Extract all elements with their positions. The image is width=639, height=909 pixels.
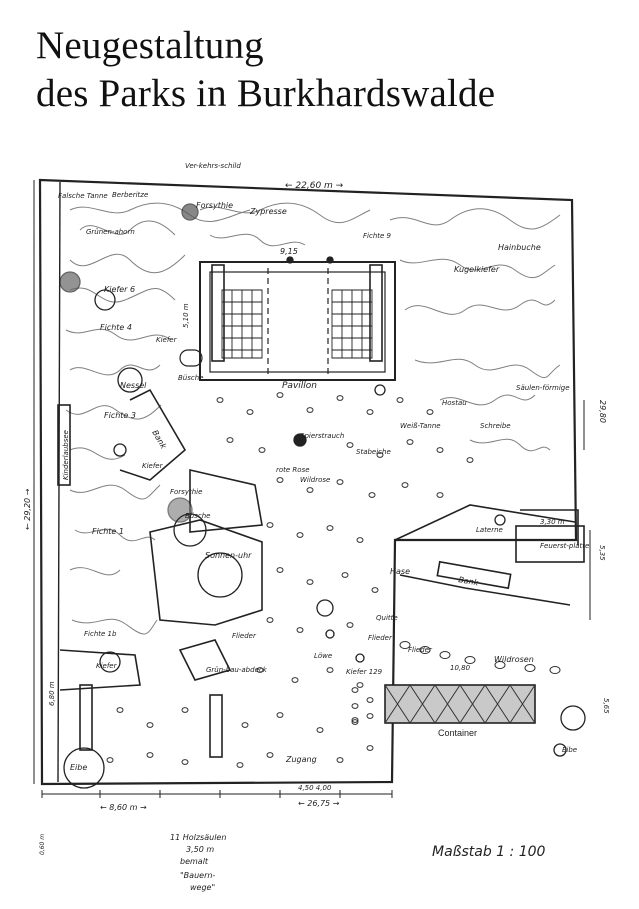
label-flieder-mid: Flieder (368, 634, 393, 642)
label-zugang: Zugang (285, 755, 317, 764)
label-forsythie-top: Forsythie (196, 201, 233, 210)
label-kiefer-6: Kiefer 6 (104, 285, 135, 294)
label-flieder-left: Flieder (232, 632, 257, 640)
label-staebeiche: Stabeiche (356, 448, 391, 456)
trees (59, 203, 586, 789)
label-zypresse: Zypresse (249, 207, 287, 216)
container-label: Container (438, 728, 477, 738)
bench-strip-left (57, 404, 71, 486)
dim-pavilion-width: 9,15 (280, 247, 298, 256)
dim-lower-left-vertical: 6,80 m (48, 681, 56, 706)
label-holzsaeulen-3: bemalt (180, 857, 209, 866)
dimension-lines (33, 180, 591, 798)
dim-right: 29,80 (598, 400, 607, 423)
label-eibe-left: Eibe (70, 763, 87, 772)
label-pavillon: Pavillon (282, 381, 317, 391)
container: Container (384, 684, 536, 738)
label-quitte: Quitte (376, 614, 398, 622)
dim-right-lower: 5,35 (598, 545, 606, 561)
label-kiefer-129: Kiefer 129 (346, 668, 383, 676)
bench-low-mid (209, 694, 223, 758)
label-forsythie-mid: Forsythie (170, 488, 202, 496)
label-holzsaeulen-2: 3,50 m (186, 845, 214, 854)
label-berberitze: Berberitze (112, 191, 148, 199)
label-holzsaeulen-4: "Bauern- (180, 871, 215, 880)
label-schreibe: Schreibe (480, 422, 511, 430)
label-buesche-2: Büsche (185, 512, 210, 520)
bench-low-left (79, 684, 93, 751)
label-fichte-1: Fichte 1 (92, 527, 124, 536)
title-line-1: Neugestaltung (36, 24, 264, 67)
label-kinderbaum: Kinderlaubsee (62, 430, 70, 480)
label-saeulen-foermige: Säulen-förmige (516, 384, 570, 392)
label-kugelkiefer: Kugelkiefer (454, 265, 500, 274)
label-fichte-1b: Fichte 1b (84, 630, 117, 638)
label-gruenen-ahorn: Grünen-ahorn (86, 228, 135, 236)
label-kiefer-mid: Kiefer (156, 336, 178, 344)
label-kiefer-left: Kiefer (142, 462, 164, 470)
label-nessel: Nessel (120, 381, 147, 390)
label-bank-center: Bank (458, 575, 480, 587)
label-weiss-tanne: Weiß-Tanne (400, 422, 441, 430)
label-holzsaeulen-5: wege" (190, 883, 215, 892)
dim-small-note: 3,30 m (540, 518, 565, 526)
label-fichte-4: Fichte 4 (100, 323, 132, 332)
pavilion (199, 261, 396, 381)
dim-container-width: 10,80 (450, 664, 471, 672)
label-holzsaeulen-1: 11 Holzsäulen (170, 833, 226, 842)
page-title: Neugestaltung des Parks in Burkhardswald… (36, 22, 495, 118)
label-hase: Hase (390, 567, 410, 576)
label-loewe: Löwe (314, 652, 332, 660)
label-falsche-tanne: Falsche Tanne (58, 192, 108, 200)
label-flieder-right: Flieder (408, 646, 433, 654)
label-wildrosen: Wildrosen (494, 655, 534, 664)
dim-bottom: ← 26,75 → (298, 799, 340, 808)
label-fichte-3: Fichte 3 (104, 411, 136, 420)
plan-labels: Ver-kehrs-schild ← 22,60 m → Falsche Tan… (23, 162, 610, 892)
garden-paths (59, 349, 579, 691)
label-wildrose: Wildrose (300, 476, 330, 484)
dim-bottom-left: ← 8,60 m → (100, 803, 147, 812)
dim-top: ← 22,60 m → (285, 181, 344, 191)
label-laterne: Laterne (476, 526, 503, 534)
label-spierstrauch: Spierstrauch (300, 432, 344, 440)
dim-pavilion-depth: 5,10 m (182, 303, 190, 328)
label-sonnenuhr: Sonnen-uhr (205, 551, 252, 560)
dim-bottom-mid: 4,50 4,00 (298, 784, 332, 792)
title-line-2: des Parks in Burkhardswalde (36, 72, 496, 115)
label-bank-left: Bank (150, 429, 168, 451)
benches (57, 264, 585, 758)
plan-scale: Maßstab 1 : 100 (432, 844, 546, 860)
label-buesche: Büsche (178, 374, 203, 382)
label-verkehrsschild: Ver-kehrs-schild (185, 162, 241, 170)
label-eibe-right: Eibe (562, 746, 577, 754)
label-rote-rose: rote Rose (276, 466, 310, 474)
label-gruenbauabdeckung: Grün-bau-abdeck (206, 666, 268, 674)
dim-far-right: 5,65 (602, 698, 610, 714)
park-plan-sketch: Container (23, 162, 610, 892)
dim-left: ← 29,20 → (23, 488, 32, 530)
vegetation-scribbles (65, 202, 561, 635)
bench-center (436, 560, 512, 590)
dim-far-left: 0,60 m (39, 834, 46, 855)
label-hainbuche: Hainbuche (498, 243, 541, 252)
label-hostau: Hostau (442, 399, 467, 407)
lawn-dots (106, 392, 561, 768)
label-kiefer-low: Kiefer (96, 662, 118, 670)
label-fichte-9: Fichte 9 (363, 232, 392, 240)
label-feuerstelle: Feuerst-platte (540, 542, 589, 550)
